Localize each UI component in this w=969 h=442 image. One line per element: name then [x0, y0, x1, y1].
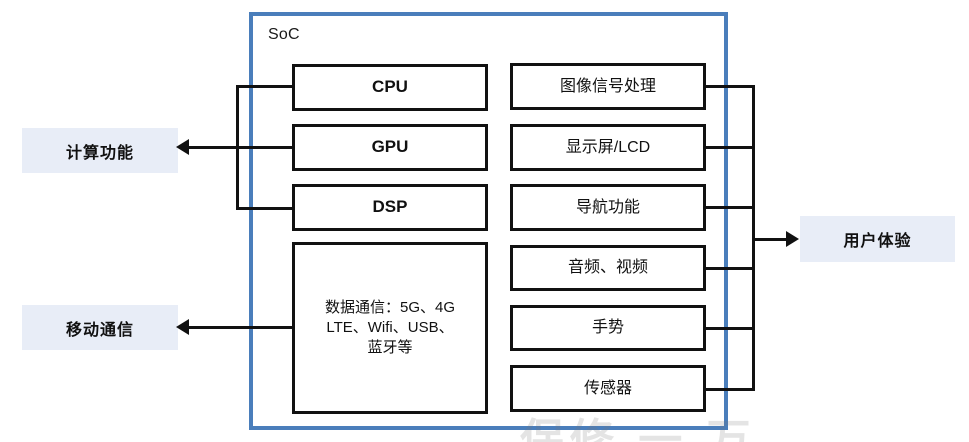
- data-communication-line-3: 蓝牙等: [367, 339, 413, 357]
- right-bus-stub-2: [705, 146, 755, 149]
- soc-container: [249, 12, 728, 430]
- left-bus-stub-gpu: [236, 146, 294, 149]
- right-arrow-head: [786, 231, 799, 247]
- data-communication-line-2: LTE、Wifi、USB、: [326, 318, 454, 336]
- block-sensor-label: 传感器: [583, 379, 632, 397]
- block-audio-video[interactable]: 音频、视频: [510, 245, 706, 291]
- block-dsp-label: DSP: [372, 197, 408, 217]
- left-arrow-line-comms: [188, 326, 294, 329]
- left-bus-stub-dsp: [236, 207, 294, 210]
- block-cpu[interactable]: CPU: [292, 64, 488, 111]
- block-data-communication[interactable]: 数据通信：5G、4G LTE、Wifi、USB、 蓝牙等: [292, 242, 488, 414]
- left-arrow-head-comms: [176, 319, 189, 335]
- block-gesture[interactable]: 手势: [510, 305, 706, 351]
- label-user-experience-text: 用户体验: [843, 233, 912, 250]
- label-mobile-communication[interactable]: 移动通信: [22, 305, 178, 350]
- left-arrow-line-compute: [188, 146, 248, 149]
- label-mobile-communication-text: 移动通信: [65, 321, 134, 339]
- right-bus-stub-5: [705, 327, 755, 330]
- block-display-lcd-label: 显示屏/LCD: [565, 138, 651, 156]
- label-compute-function-text: 计算功能: [65, 144, 134, 162]
- label-compute-function[interactable]: 计算功能: [22, 128, 178, 173]
- left-bus-stub-cpu: [236, 85, 294, 88]
- block-image-signal-processing[interactable]: 图像信号处理: [510, 63, 706, 110]
- block-gpu-label: GPU: [371, 137, 409, 157]
- block-gesture-label: 手势: [591, 319, 624, 337]
- label-user-experience[interactable]: 用户体验: [800, 216, 955, 262]
- soc-title: SoC: [268, 26, 300, 43]
- right-bus-stub-4: [705, 267, 755, 270]
- block-audio-video-label: 音频、视频: [567, 259, 648, 277]
- right-bus-stub-3: [705, 206, 755, 209]
- watermark-text: 保修 一 万: [520, 416, 757, 442]
- block-dsp[interactable]: DSP: [292, 184, 488, 231]
- right-bus-vertical: [752, 85, 755, 390]
- right-bus-stub-1: [705, 85, 755, 88]
- right-bus-stub-6: [705, 388, 755, 391]
- block-cpu-label: CPU: [372, 77, 408, 97]
- block-navigation[interactable]: 导航功能: [510, 184, 706, 231]
- left-arrow-head-compute: [176, 139, 189, 155]
- right-arrow-line: [752, 238, 788, 241]
- block-display-lcd[interactable]: 显示屏/LCD: [510, 124, 706, 171]
- block-image-signal-processing-label: 图像信号处理: [559, 77, 656, 95]
- block-gpu[interactable]: GPU: [292, 124, 488, 171]
- block-navigation-label: 导航功能: [575, 198, 640, 216]
- block-sensor[interactable]: 传感器: [510, 365, 706, 412]
- data-communication-line-1: 数据通信：5G、4G: [324, 298, 456, 316]
